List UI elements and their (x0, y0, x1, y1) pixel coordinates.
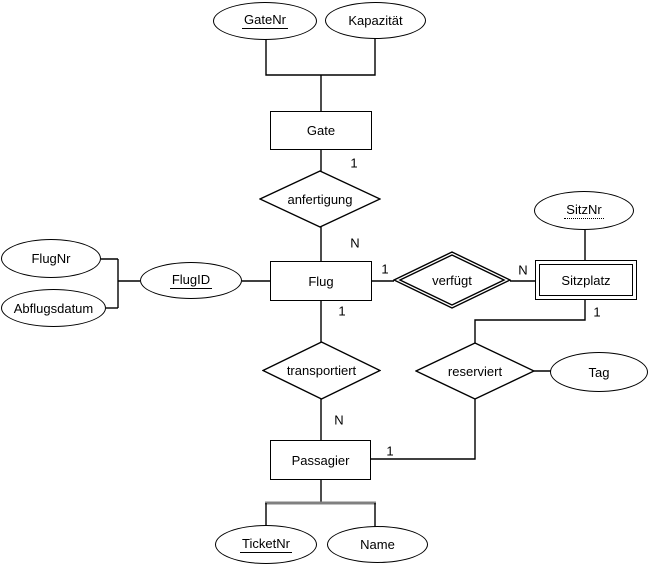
edge-gatenr-kapazitaet-bus (265, 38, 376, 76)
entity-passagier[interactable]: Passagier (270, 440, 371, 480)
relationship-transportiert[interactable]: transportiert (262, 341, 381, 400)
relationship-transportiert-label: transportiert (286, 363, 357, 378)
cardinality-flug-verfuegt: 1 (381, 261, 389, 277)
edge-reserviert-passagier (371, 399, 476, 460)
verfuegt-double-diamond-shape (393, 251, 511, 309)
attribute-flugnr-label: FlugNr (31, 251, 71, 266)
relationship-anfertigung[interactable]: anfertigung (259, 170, 381, 228)
entity-sitzplatz-inner-border: Sitzplatz (539, 264, 633, 296)
relationship-reserviert-label: reserviert (447, 363, 503, 379)
attribute-ticketnr-label: TicketNr (240, 535, 292, 553)
cardinality-transportiert-passagier: N (334, 412, 344, 428)
relationship-verfuegt[interactable]: verfügt (393, 251, 511, 309)
attribute-flugid[interactable]: FlugID (140, 262, 242, 299)
transportiert-diamond-shape (262, 341, 381, 400)
cardinality-passagier-reserviert: 1 (386, 443, 394, 459)
cardinality-verfuegt-sitzplatz: N (518, 262, 528, 278)
attribute-abflugsdatum[interactable]: Abflugsdatum (1, 289, 106, 327)
anfertigung-diamond-shape (259, 170, 381, 228)
edge-sitzplatz-reserviert (474, 300, 586, 343)
cardinality-flug-transportiert: 1 (338, 303, 346, 319)
attribute-kapazitaet[interactable]: Kapazität (325, 2, 426, 39)
attribute-kapazitaet-label: Kapazität (348, 13, 403, 28)
attribute-gatenr[interactable]: GateNr (213, 2, 317, 40)
attribute-ticketnr[interactable]: TicketNr (215, 525, 317, 564)
entity-flug-label: Flug (308, 273, 334, 289)
entity-sitzplatz-label: Sitzplatz (561, 272, 611, 288)
cardinality-sitzplatz-reserviert: 1 (593, 304, 601, 320)
relationship-verfuegt-label: verfügt (432, 272, 472, 288)
entity-gate[interactable]: Gate (270, 111, 372, 150)
relationship-reserviert[interactable]: reserviert (415, 342, 535, 400)
attribute-name[interactable]: Name (327, 526, 428, 563)
attribute-sitznr-label: SitzNr (564, 201, 604, 219)
attribute-abflugsdatum-label: Abflugsdatum (13, 300, 94, 316)
entity-flug[interactable]: Flug (270, 261, 372, 301)
entity-sitzplatz[interactable]: Sitzplatz (535, 260, 637, 300)
entity-passagier-label: Passagier (291, 452, 350, 468)
attribute-flugnr[interactable]: FlugNr (1, 239, 101, 278)
attribute-tag[interactable]: Tag (550, 352, 648, 392)
entity-gate-label: Gate (306, 123, 336, 138)
attribute-flugid-label: FlugID (169, 271, 213, 289)
cardinality-gate-anfertigung: 1 (350, 155, 358, 171)
attribute-name-label: Name (360, 537, 395, 552)
cardinality-anfertigung-flug: N (350, 235, 360, 251)
reserviert-diamond-shape (415, 342, 535, 400)
attribute-sitznr[interactable]: SitzNr (534, 191, 634, 230)
attribute-tag-label: Tag (588, 364, 610, 380)
attribute-gatenr-label: GateNr (242, 12, 288, 29)
relationship-anfertigung-label: anfertigung (287, 191, 353, 207)
